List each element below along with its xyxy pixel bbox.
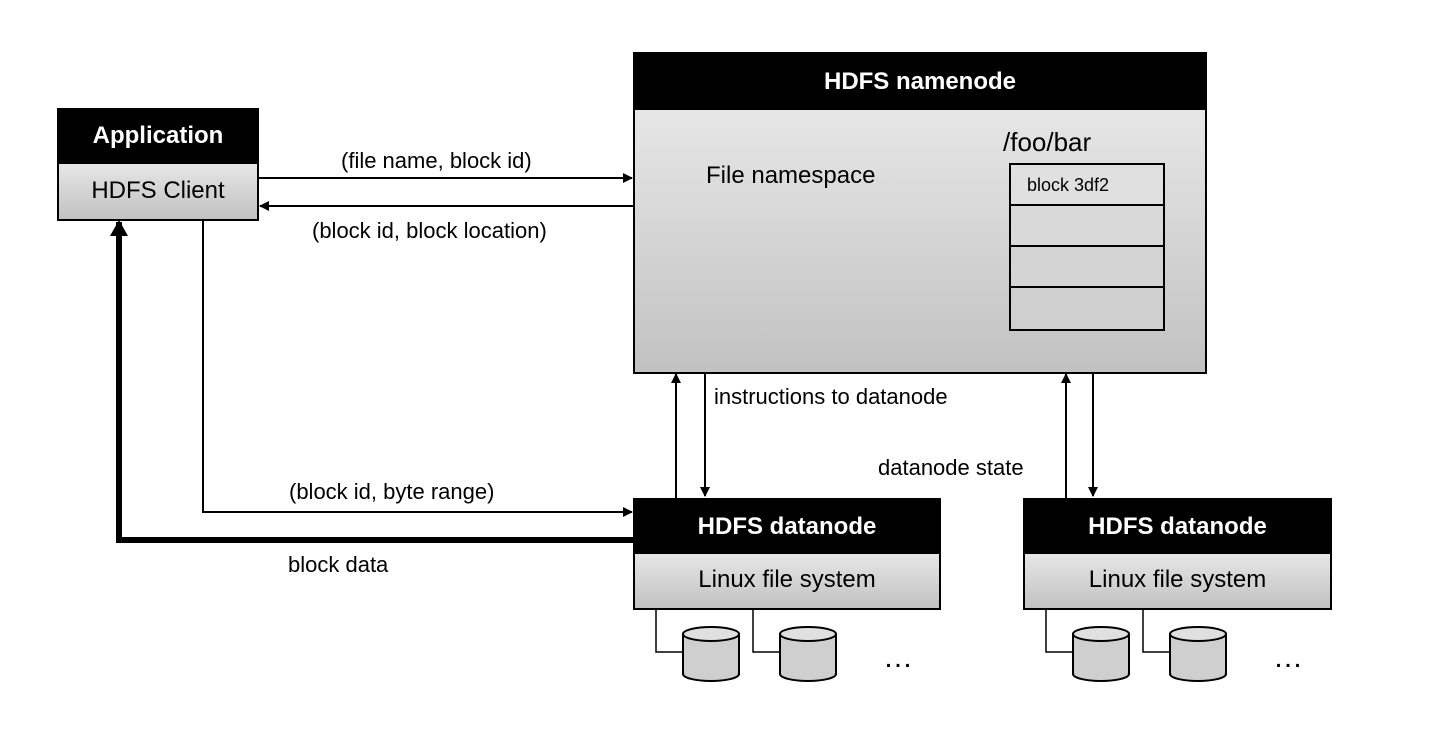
- block-data-label: block data: [288, 552, 389, 577]
- read-request-arrow: [202, 220, 633, 517]
- response-label: (block id, block location): [312, 218, 547, 243]
- file-namespace-label: File namespace: [706, 162, 876, 189]
- disk-icon: [779, 626, 837, 682]
- disk-group-2: [1045, 609, 1170, 653]
- namenode-title: HDFS namenode: [633, 52, 1207, 110]
- block-row: [1011, 247, 1163, 288]
- datanode-box-1: HDFS datanode Linux file system: [633, 498, 941, 610]
- block-list: block 3df2: [1009, 163, 1165, 331]
- request-label: (file name, block id): [341, 148, 532, 173]
- datanode-title: HDFS datanode: [633, 498, 941, 554]
- block-data-arrow: [110, 220, 634, 543]
- datanode-title: HDFS datanode: [1023, 498, 1332, 554]
- read-request-label: (block id, byte range): [289, 479, 495, 504]
- datanode-box-2: HDFS datanode Linux file system: [1023, 498, 1332, 610]
- disk-icon: [1072, 626, 1130, 682]
- file-path-label: /foo/bar: [1003, 127, 1092, 157]
- block-row: [1011, 288, 1163, 329]
- application-title: Application: [57, 108, 259, 164]
- linux-fs-label: Linux file system: [633, 554, 941, 610]
- block-row: [1011, 206, 1163, 247]
- application-box: Application HDFS Client: [57, 108, 259, 221]
- instructions-label: instructions to datanode: [714, 384, 948, 409]
- hdfs-client-label: HDFS Client: [57, 164, 259, 221]
- disk-group-1: [655, 609, 780, 653]
- linux-fs-label: Linux file system: [1023, 554, 1332, 610]
- disk-icon: [682, 626, 740, 682]
- more-disks-ellipsis: …: [883, 641, 913, 674]
- more-disks-ellipsis: …: [1273, 641, 1303, 674]
- datanode-state-label: datanode state: [878, 455, 1024, 480]
- disk-icon: [1169, 626, 1227, 682]
- block-row: block 3df2: [1011, 165, 1163, 206]
